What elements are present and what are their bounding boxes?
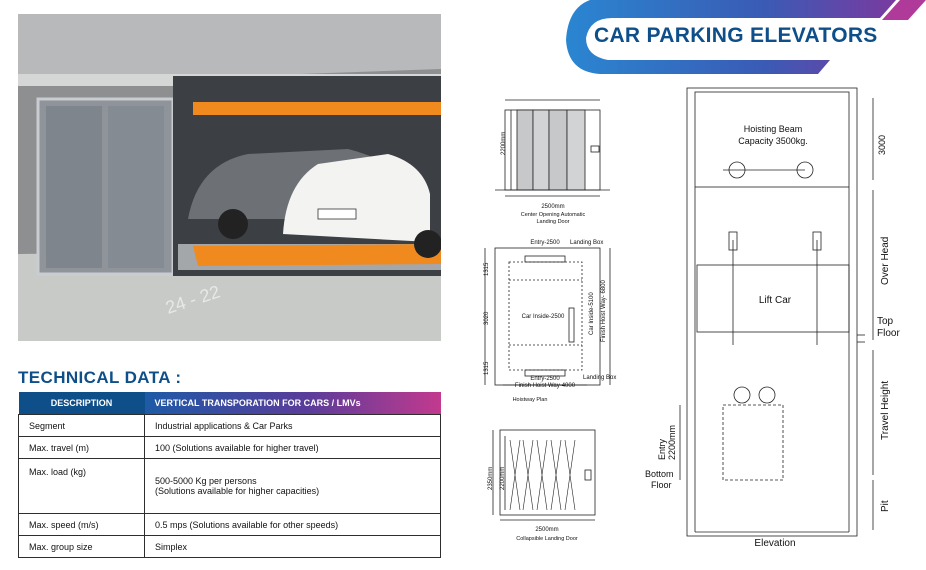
elevation-entry-1: Entry (657, 438, 667, 460)
elevation-hoisting-beam-2: Capacity 3500kg. (738, 136, 808, 146)
technical-data-title: TECHNICAL DATA : (18, 368, 182, 387)
row-value-line-2: (Solutions available for higher capaciti… (155, 486, 320, 496)
door2-height-inner: 2200mm (500, 467, 506, 490)
table-row: Max. speed (m/s) 0.5 mps (Solutions avai… (18, 513, 441, 536)
elevation-entry-2: 2200mm (667, 425, 677, 460)
hoistway-caption: Hoistway Plan (513, 397, 548, 403)
row-label: Max. group size (18, 535, 145, 558)
technical-drawings: 2200mm 2500mm Center Opening Automatic L… (484, 87, 900, 549)
row-value-line-1: 500-5000 Kg per persons (155, 476, 257, 486)
row-label: Max. load (kg) (18, 458, 145, 514)
hoistway-finish-depth: Finish Hoist Way- 6800 (601, 280, 607, 342)
technical-data-table: DESCRIPTION VERTICAL TRANSPORATION FOR C… (18, 392, 441, 558)
photo-illustration: 24 - 22 (18, 14, 441, 341)
elevation-bottom-2: Floor (651, 480, 672, 490)
door1-width-dim: 2500mm (541, 204, 564, 210)
hoistway-entry-bottom: Entry-2500 (530, 376, 560, 382)
elevation-hoisting-beam-1: Hoisting Beam (744, 124, 803, 134)
row-value: Simplex (144, 535, 441, 558)
elevation-pit: Pit (880, 500, 891, 512)
hoistway-landing-box-bottom: Landing Box (583, 375, 616, 381)
door1-height-dim: 2200mm (501, 132, 507, 155)
header-description: DESCRIPTION (18, 392, 145, 415)
row-value-multiline: 500-5000 Kg per persons (Solutions avail… (144, 458, 441, 514)
door2-caption: Collapsible Landing Door (516, 536, 578, 542)
row-label: Max. travel (m) (18, 436, 145, 459)
banner-shape (566, 0, 926, 74)
door2-height-outer: 2350mm (488, 467, 494, 490)
hoistway-landing-box-top: Landing Box (570, 240, 603, 246)
elevation-top-2: Floor (877, 328, 900, 339)
hoistway-dim-3020: 3020 (484, 311, 490, 325)
door2-width-dim: 2500mm (535, 527, 558, 533)
row-value: 0.5 mps (Solutions available for other s… (144, 513, 441, 536)
hoistway-entry-top: Entry-2500 (530, 240, 560, 246)
table-row: Max. travel (m) 100 (Solutions available… (18, 436, 441, 459)
hoistway-car-inside-depth: Car Inside-5100 (589, 292, 595, 335)
elevation-dim-3000: 3000 (877, 135, 887, 155)
elevation-caption: Elevation (754, 538, 795, 549)
elevation-top-1: Top (877, 316, 894, 327)
hoistway-car-inside-width: Car Inside-2500 (522, 314, 565, 320)
header-vertical-transportation: VERTICAL TRANSPORATION FOR CARS / LMVs (144, 392, 441, 415)
table-row: Max. load (kg) 500-5000 Kg per persons (… (18, 458, 441, 514)
door1-caption-2: Landing Door (536, 219, 569, 225)
hoistway-dim-1315-top: 1315 (484, 262, 490, 276)
elevation-bottom-1: Bottom (645, 469, 674, 479)
hoistway-finish-width: Finish Hoist Way-4000 (515, 383, 576, 389)
door1-caption-1: Center Opening Automatic (521, 212, 586, 218)
banner-title: CAR PARKING ELEVATORS (594, 24, 878, 47)
table-row: Max. group size Simplex (18, 535, 441, 558)
row-label: Max. speed (m/s) (18, 513, 145, 536)
parking-elevator-photo: 24 - 22 (18, 14, 441, 341)
row-value: Industrial applications & Car Parks (144, 414, 441, 437)
hoistway-dim-1315-bottom: 1315 (484, 361, 490, 375)
elevation-travel-height: Travel Height (880, 381, 891, 440)
elevation-lift-car: Lift Car (759, 295, 792, 306)
elevation-over-head: Over Head (880, 237, 891, 285)
table-row: Segment Industrial applications & Car Pa… (18, 414, 441, 437)
row-value: 100 (Solutions available for higher trav… (144, 436, 441, 459)
row-label: Segment (18, 414, 145, 437)
table-header-row: DESCRIPTION VERTICAL TRANSPORATION FOR C… (18, 392, 441, 415)
